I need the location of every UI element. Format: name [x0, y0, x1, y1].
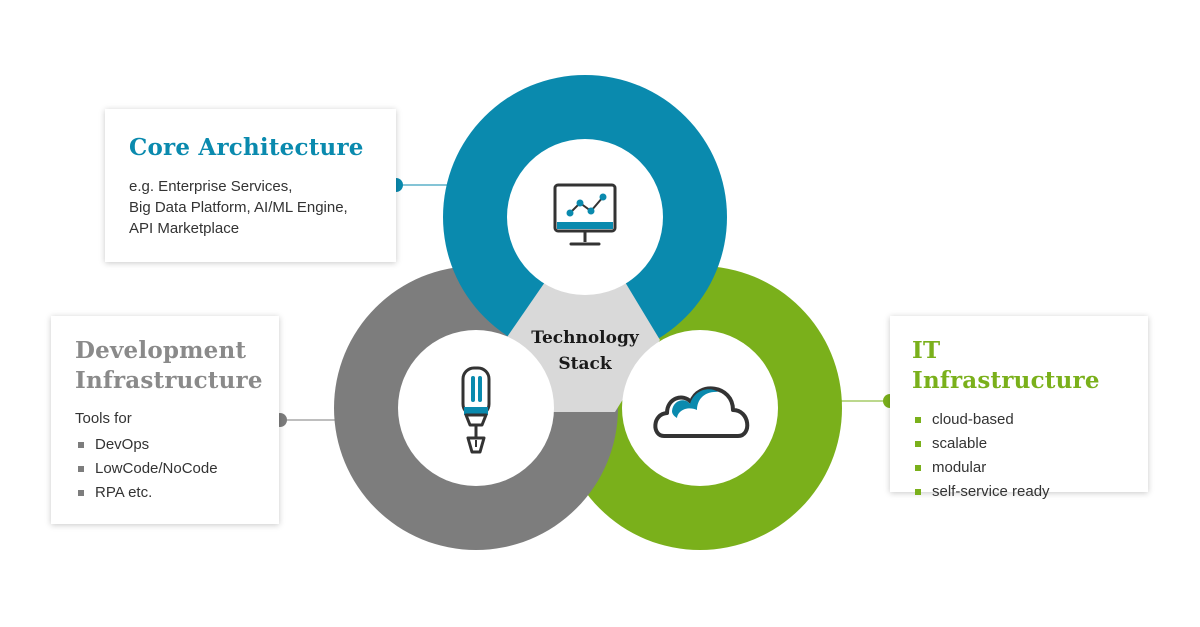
cloud-icon: [653, 386, 750, 438]
dev-title-line2: Infrastructure: [75, 367, 263, 394]
list-item-label: scalable: [932, 435, 988, 452]
square-bullet-icon: [915, 489, 921, 495]
core-architecture-title: Core Architecture: [129, 134, 364, 161]
square-bullet-icon: [78, 442, 84, 448]
core-description-line: Big Data Platform, AI/ML Engine,: [129, 199, 348, 216]
it-infrastructure-card: IT Infrastructure cloud-based scalable m…: [890, 316, 1148, 500]
square-bullet-icon: [78, 466, 84, 472]
list-item: modular: [912, 456, 1130, 480]
it-infrastructure-title: IT Infrastructure: [912, 337, 1100, 394]
development-infrastructure-title: Development Infrastructure: [75, 336, 263, 396]
list-item: cloud-based: [912, 408, 1130, 432]
core-architecture-card: Core Architecture e.g. Enterprise Servic…: [105, 109, 396, 262]
list-item-label: LowCode/NoCode: [95, 460, 218, 477]
screwdriver-icon: [461, 366, 491, 454]
dev-intro: Tools for: [75, 410, 132, 427]
it-list: cloud-based scalable modular self-servic…: [912, 408, 1130, 504]
list-item-label: RPA etc.: [95, 484, 153, 501]
dev-title-line1: Development: [75, 337, 247, 364]
core-description-line: e.g. Enterprise Services,: [129, 178, 293, 195]
list-item: DevOps: [75, 433, 261, 457]
list-item: LowCode/NoCode: [75, 457, 261, 481]
center-label-line2: Stack: [558, 354, 612, 374]
center-label-line1: Technology: [531, 328, 639, 348]
square-bullet-icon: [78, 490, 84, 496]
list-item: RPA etc.: [75, 481, 261, 505]
square-bullet-icon: [915, 441, 921, 447]
center-label: Technology Stack: [510, 325, 660, 377]
list-item-label: self-service ready: [932, 483, 1050, 500]
list-item-label: cloud-based: [932, 411, 1014, 428]
development-infrastructure-card: Development Infrastructure Tools for Dev…: [51, 316, 279, 524]
dev-list: DevOps LowCode/NoCode RPA etc.: [75, 433, 261, 505]
monitor-chart-icon: [553, 183, 617, 246]
core-description-line: API Marketplace: [129, 220, 240, 237]
list-item-label: DevOps: [95, 436, 150, 453]
square-bullet-icon: [915, 417, 921, 423]
square-bullet-icon: [915, 465, 921, 471]
list-item-label: modular: [932, 459, 987, 476]
list-item: self-service ready: [912, 480, 1130, 504]
list-item: scalable: [912, 432, 1130, 456]
